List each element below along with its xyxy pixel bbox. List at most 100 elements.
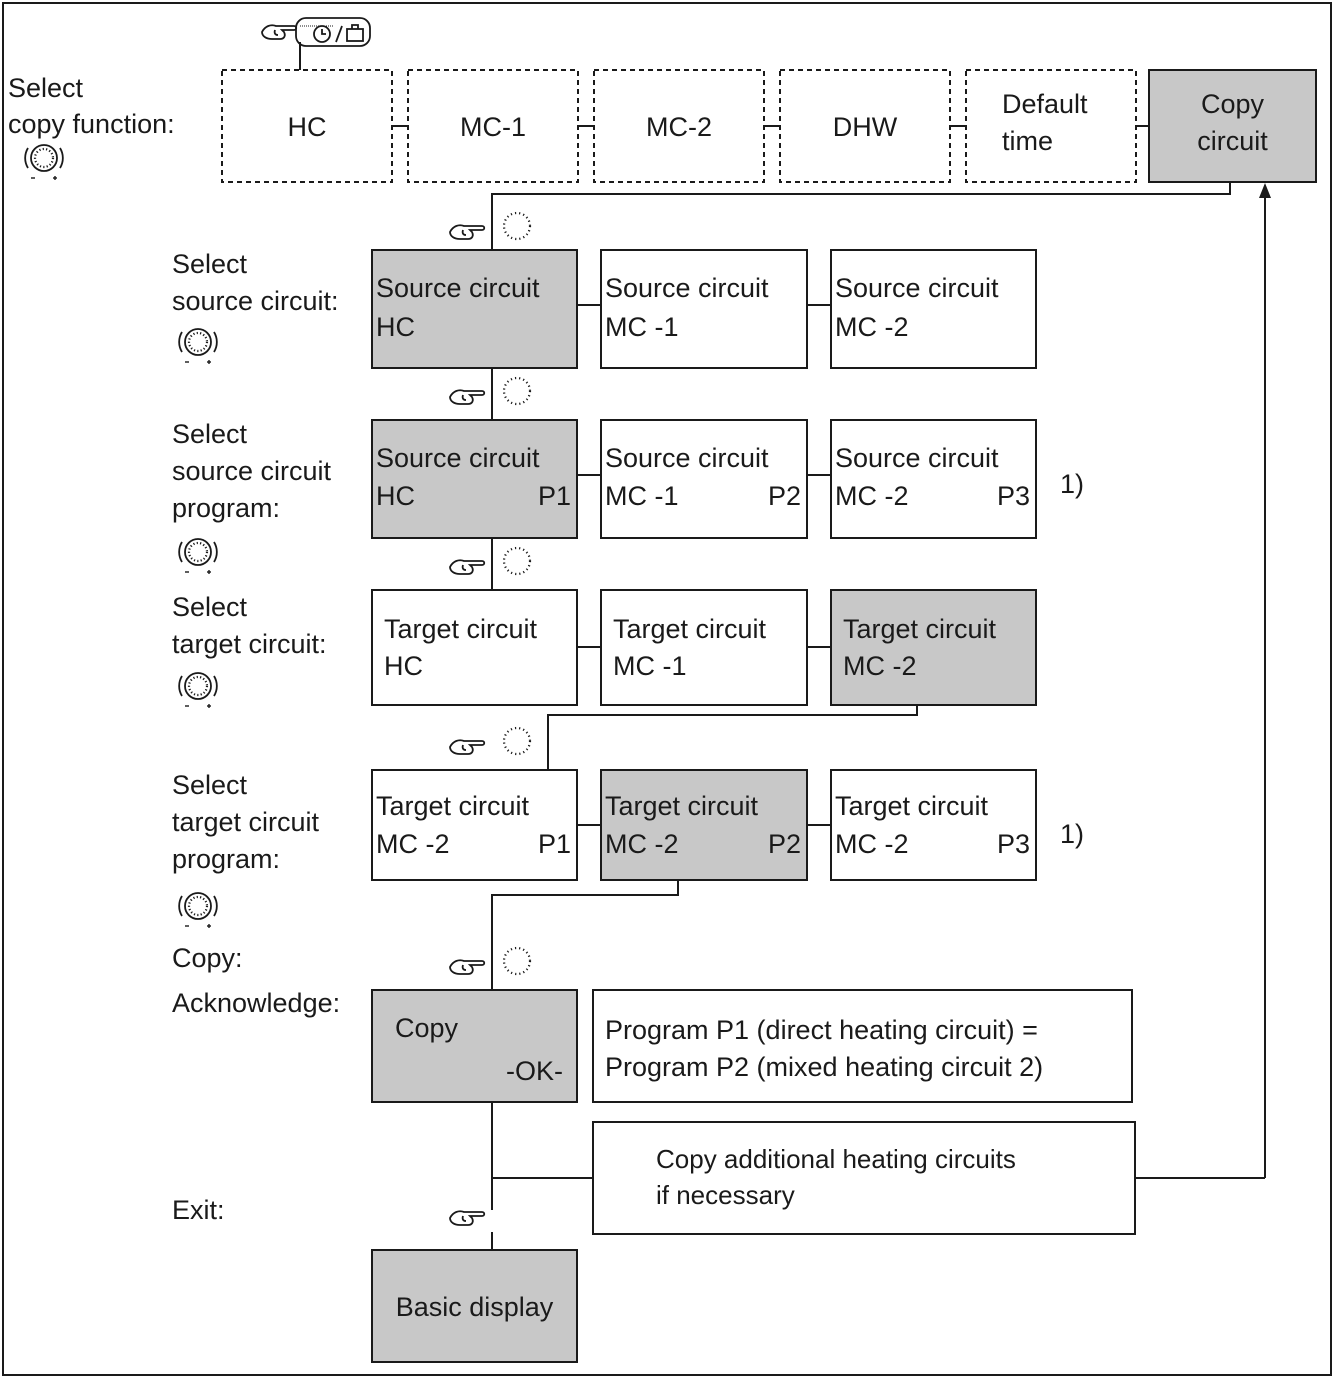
exit-label: Exit: (172, 1195, 225, 1225)
source-circuit-option[interactable]: Source circuit MC -1 (600, 249, 808, 369)
copy-function-option-label: HC (288, 112, 327, 142)
source-program-option-title: Source circuit (605, 443, 769, 473)
copy-function-option-label: DHW (833, 112, 898, 142)
source-program-option-frame (371, 419, 578, 539)
target-program-option[interactable]: Target circuit MC -2 P3 (830, 769, 1037, 881)
copy-function-option[interactable]: HC (221, 69, 393, 183)
footnote-marker: 1) (1060, 819, 1084, 849)
source-circuit-option[interactable]: Source circuit MC -2 (830, 249, 1037, 369)
target-circuit-option[interactable]: Target circuit MC -1 (600, 589, 808, 706)
target-circuit-option-frame (830, 589, 1037, 706)
source-circuit-option-frame (371, 249, 578, 369)
select-source-circuit-label-line1: Select (172, 249, 248, 279)
target-program-option-title: Target circuit (605, 791, 759, 821)
target-circuit-option-circuit: MC -2 (843, 651, 917, 681)
copy-function-option-label: circuit (1197, 126, 1268, 156)
copy-function-option-label: Default (1002, 89, 1088, 119)
target-circuit-option-title: Target circuit (613, 614, 767, 644)
target-circuit-option-title: Target circuit (384, 614, 538, 644)
target-program-option-circuit: MC -2 (835, 829, 909, 859)
copy-ok-line1: Copy (395, 1013, 459, 1043)
copy-label: Copy: (172, 943, 243, 973)
additional-circuits-note-box: Copy additional heating circuits if nece… (592, 1121, 1136, 1235)
result-note-line1: Program P1 (direct heating circuit) = (605, 1015, 1038, 1045)
copy-function-option[interactable]: DHW (779, 69, 951, 183)
source-circuit-option-circuit: HC (376, 312, 415, 342)
result-note-box: Program P1 (direct heating circuit) = Pr… (592, 989, 1133, 1103)
target-program-option-circuit: MC -2 (376, 829, 450, 859)
source-circuit-option-frame (830, 249, 1037, 369)
select-target-program-label-line3: program: (172, 844, 280, 874)
select-source-program-label-line2: source circuit (172, 456, 332, 486)
target-circuit-option-frame (600, 589, 808, 706)
source-circuit-option-circuit: MC -1 (605, 312, 679, 342)
target-program-option[interactable]: Target circuit MC -2 P2 (600, 769, 808, 881)
target-program-option[interactable]: Target circuit MC -2 P1 (371, 769, 578, 881)
copy-function-option-label: MC-2 (646, 112, 712, 142)
target-circuit-option-circuit: MC -1 (613, 651, 687, 681)
copy-function-option-frame (593, 69, 765, 183)
acknowledge-label: Acknowledge: (172, 988, 340, 1018)
copy-ok-box[interactable]: Copy -OK- (371, 989, 578, 1103)
target-circuit-option-title: Target circuit (843, 614, 997, 644)
source-circuit-option-frame (600, 249, 808, 369)
additional-note-line1: Copy additional heating circuits (656, 1144, 1016, 1174)
target-circuit-option[interactable]: Target circuit MC -2 (830, 589, 1037, 706)
target-circuit-option-frame (371, 589, 578, 706)
source-circuit-option-title: Source circuit (376, 273, 540, 303)
copy-function-option-frame (221, 69, 393, 183)
source-circuit-option-title: Source circuit (835, 273, 999, 303)
additional-note-line2: if necessary (656, 1180, 795, 1210)
basic-display-label: Basic display (396, 1292, 554, 1322)
target-program-option-title: Target circuit (835, 791, 989, 821)
copy-function-option-label: Copy (1201, 89, 1265, 119)
source-program-option-circuit: MC -1 (605, 481, 679, 511)
select-source-circuit-label-line2: source circuit: (172, 286, 339, 316)
target-program-option-frame (600, 769, 808, 881)
copy-function-option-label: time (1002, 126, 1053, 156)
target-program-option-title: Target circuit (376, 791, 530, 821)
target-circuit-option-circuit: HC (384, 651, 423, 681)
target-program-option-frame (830, 769, 1037, 881)
select-source-program-label-line3: program: (172, 493, 280, 523)
copy-ok-line2: -OK- (506, 1056, 563, 1086)
copy-function-option[interactable]: MC-1 (407, 69, 579, 183)
copy-function-option-frame (407, 69, 579, 183)
copy-function-option[interactable]: Default time (965, 69, 1137, 183)
select-copy-function-label-line1: Select (8, 73, 84, 103)
source-program-option-frame (600, 419, 808, 539)
clock-suitcase-button-icon (295, 17, 371, 47)
select-target-program-label-line1: Select (172, 770, 248, 800)
result-note-line2: Program P2 (mixed heating circuit 2) (605, 1052, 1043, 1082)
connector-lines (299, 42, 1271, 1250)
select-copy-function-label-line2: copy function: (8, 109, 175, 139)
select-source-program-label-line1: Select (172, 419, 248, 449)
source-program-option-circuit: HC (376, 481, 415, 511)
target-program-option-program: P2 (768, 829, 801, 859)
select-target-circuit-label-line2: target circuit: (172, 629, 327, 659)
copy-ok-box-frame (371, 989, 578, 1103)
source-circuit-option-circuit: MC -2 (835, 312, 909, 342)
copy-function-option-frame (965, 69, 1137, 183)
basic-display-box[interactable]: Basic display (371, 1249, 578, 1363)
target-program-option-frame (371, 769, 578, 881)
target-program-option-circuit: MC -2 (605, 829, 679, 859)
source-program-option-circuit: MC -2 (835, 481, 909, 511)
target-program-option-program: P1 (538, 829, 571, 859)
copy-function-option[interactable]: Copy circuit (1148, 69, 1317, 183)
source-program-option-title: Source circuit (835, 443, 999, 473)
copy-function-option-label: MC-1 (460, 112, 526, 142)
source-program-option-program: P1 (538, 481, 571, 511)
select-target-program-label-line2: target circuit (172, 807, 320, 837)
copy-function-option-frame (1148, 69, 1317, 183)
copy-function-option[interactable]: MC-2 (593, 69, 765, 183)
source-program-option-title: Source circuit (376, 443, 540, 473)
source-circuit-option-title: Source circuit (605, 273, 769, 303)
target-program-option-program: P3 (997, 829, 1030, 859)
